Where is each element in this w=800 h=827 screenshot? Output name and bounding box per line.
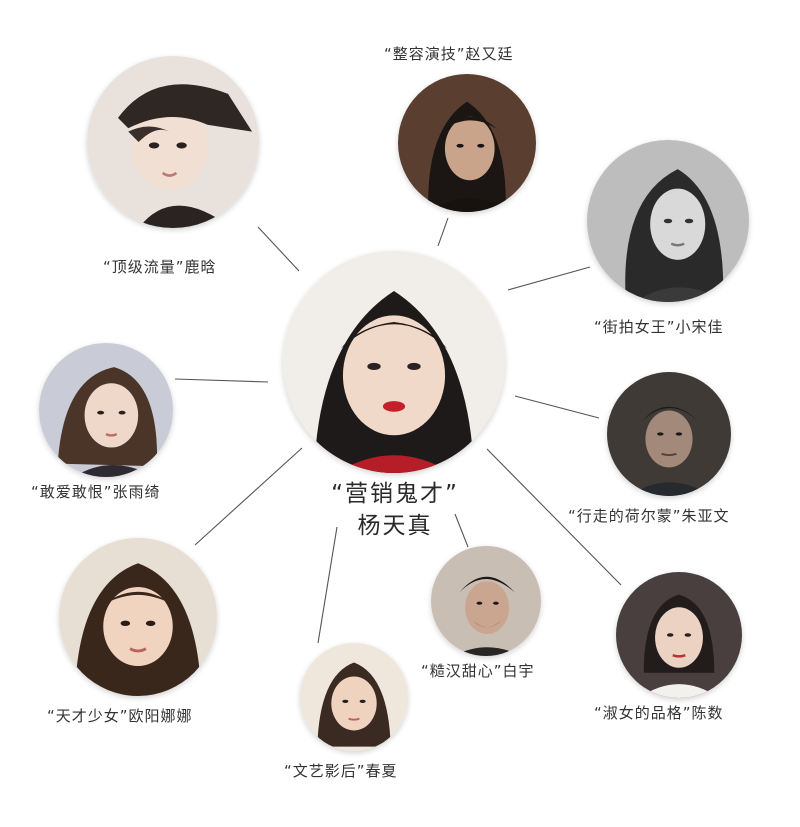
center-name: 杨天真 xyxy=(357,513,433,539)
connector-zhu xyxy=(514,395,600,419)
name-song: 小宋佳 xyxy=(675,318,724,336)
avatar-zhao xyxy=(398,74,536,212)
avatar-luhan xyxy=(87,56,259,228)
name-zhao: 赵又廷 xyxy=(465,45,514,63)
avatar-center xyxy=(283,251,505,473)
name-chenshu: 陈数 xyxy=(691,704,724,722)
label-zhu: “行走的荷尔蒙”朱亚文 xyxy=(568,505,730,526)
avatar-baiyu xyxy=(431,546,541,656)
center-nickname: “营销鬼才” xyxy=(331,481,459,507)
label-baiyu: “糙汉甜心”白宇 xyxy=(421,660,535,681)
connector-song xyxy=(507,266,591,291)
label-zhao: “整容演技”赵又廷 xyxy=(384,43,514,64)
connector-ouyang xyxy=(194,447,303,546)
nickname-baiyu: “糙汉甜心” xyxy=(421,662,503,680)
name-zhangyq: 张雨绮 xyxy=(112,483,161,501)
avatar-chunxia xyxy=(300,643,408,751)
connector-luhan xyxy=(257,226,300,272)
name-baiyu: 白宇 xyxy=(502,662,535,680)
connector-zhao xyxy=(437,217,449,247)
connector-zhangyq xyxy=(174,378,269,383)
name-zhu: 朱亚文 xyxy=(681,507,730,525)
name-ouyang: 欧阳娜娜 xyxy=(128,707,193,725)
label-luhan: “顶级流量”鹿晗 xyxy=(103,256,217,277)
nickname-song: “街拍女王” xyxy=(594,318,676,336)
nickname-chenshu: “淑女的品格” xyxy=(594,704,692,722)
name-chunxia: 春夏 xyxy=(365,762,398,780)
label-chenshu: “淑女的品格”陈数 xyxy=(594,702,724,723)
label-chunxia: “文艺影后”春夏 xyxy=(284,760,398,781)
connector-chunxia xyxy=(317,526,338,644)
nickname-ouyang: “天才少女” xyxy=(47,707,129,725)
avatar-zhu xyxy=(607,372,731,496)
connector-chenshu xyxy=(486,448,622,586)
label-zhangyq: “敢爱敢恨”张雨绮 xyxy=(31,481,161,502)
avatar-song xyxy=(587,140,749,302)
center-label: “营销鬼才” 杨天真 xyxy=(310,478,480,542)
connector-baiyu xyxy=(454,513,469,548)
label-ouyang: “天才少女”欧阳娜娜 xyxy=(47,705,193,726)
nickname-zhao: “整容演技” xyxy=(384,45,466,63)
nickname-chunxia: “文艺影后” xyxy=(284,762,366,780)
nickname-luhan: “顶级流量” xyxy=(103,258,185,276)
avatar-zhangyq xyxy=(39,343,173,477)
nickname-zhangyq: “敢爱敢恨” xyxy=(31,483,113,501)
avatar-chenshu xyxy=(616,572,742,698)
name-luhan: 鹿晗 xyxy=(184,258,217,276)
avatar-ouyang xyxy=(59,538,217,696)
nickname-zhu: “行走的荷尔蒙” xyxy=(568,507,682,525)
label-song: “街拍女王”小宋佳 xyxy=(594,316,724,337)
